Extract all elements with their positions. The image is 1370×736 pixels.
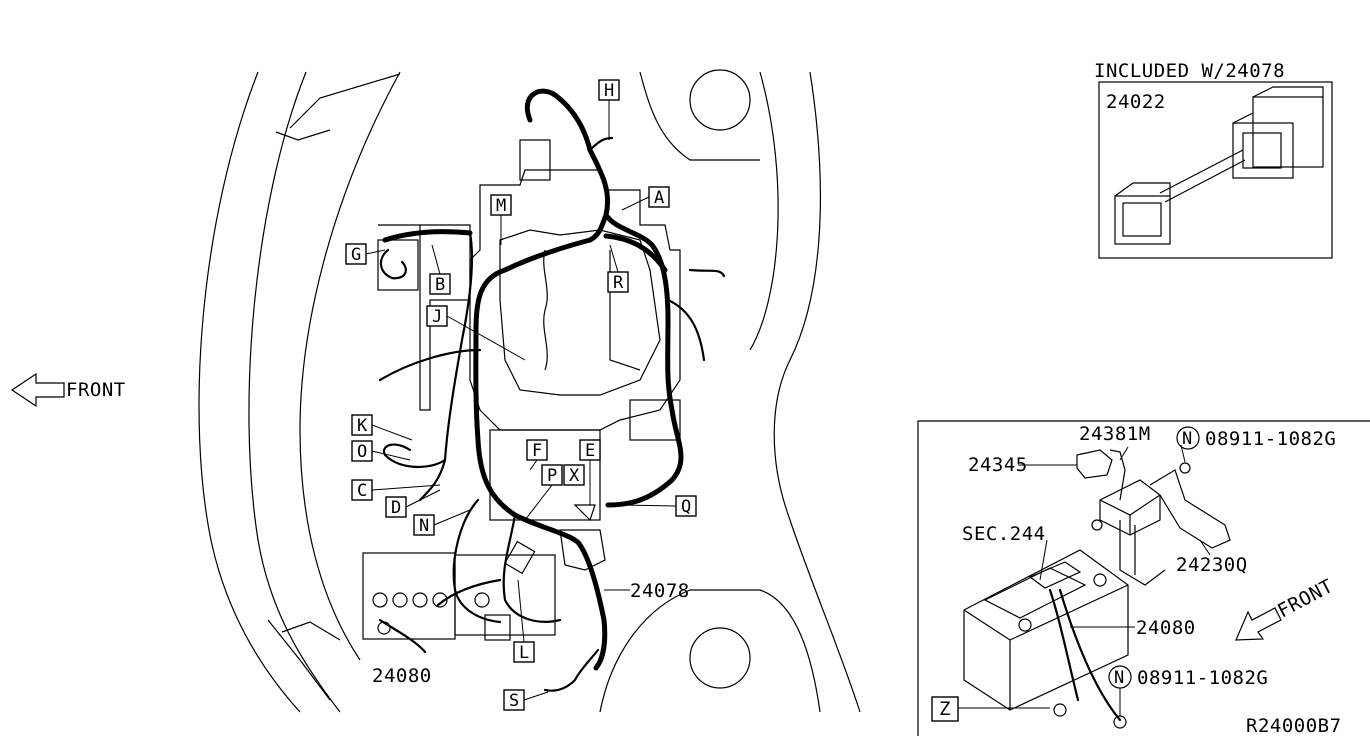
- callout-A: A: [621, 186, 670, 211]
- callout-J-text: J: [432, 307, 442, 327]
- callout-N: N: [413, 509, 471, 536]
- callout-F: F: [526, 439, 548, 471]
- part-24080-inset: 24080: [1136, 617, 1196, 639]
- inset-part-number: 24022: [1106, 91, 1166, 113]
- callout-S-text: R: [613, 273, 624, 293]
- callout-N-text: N: [419, 516, 429, 536]
- engine-bay-outline: [198, 69, 861, 713]
- part-24345: 24345: [968, 454, 1028, 476]
- callout-G: G: [345, 243, 386, 265]
- inset-included: INCLUDED W/24078 24022: [1094, 60, 1333, 259]
- callout-R: S: [503, 689, 549, 711]
- part-24381M: 24381M: [1079, 423, 1151, 445]
- callout-H: H: [598, 79, 620, 140]
- callout-D: D: [385, 489, 441, 518]
- callout-F-text: F: [532, 441, 542, 461]
- callout-C: C: [351, 479, 441, 501]
- nut-part-number-bottom: 08911-1082G: [1137, 667, 1268, 689]
- callout-B-text: B: [435, 275, 445, 295]
- callout-C-text: C: [357, 481, 367, 501]
- callout-G-text: G: [351, 245, 361, 265]
- main-part-labels: 24078 24080: [372, 580, 690, 687]
- branch-wires: [378, 136, 726, 692]
- inset-caption: INCLUDED W/24078: [1094, 60, 1285, 82]
- callout-K: K: [351, 414, 413, 441]
- callout-A-text: A: [654, 188, 664, 208]
- callout-L-text: L: [519, 643, 529, 663]
- callout-M-text: M: [496, 196, 506, 216]
- callout-H-text: H: [604, 81, 614, 101]
- callout-Q-text: Q: [681, 497, 691, 517]
- callout-M: M: [490, 194, 512, 245]
- main-harness: [382, 88, 684, 671]
- part-sec-244: SEC.244: [962, 523, 1046, 545]
- callout-Z-text: Z: [939, 698, 951, 720]
- callout-D-text: D: [391, 498, 401, 518]
- callout-P-text: P: [547, 466, 557, 486]
- nut-part-number-top: 08911-1082G: [1205, 428, 1336, 450]
- callout-X: X: [563, 464, 585, 486]
- callout-R-text: S: [509, 691, 519, 711]
- main-callouts: H A M G B R J: [345, 79, 697, 711]
- front-label: FRONT: [66, 379, 126, 401]
- nut-symbol-bottom-text: N: [1114, 668, 1124, 688]
- inset-battery: 24381M 24345 SEC.244 24230Q 24080 N 0891…: [917, 420, 1370, 736]
- callout-K-text: K: [357, 416, 368, 436]
- harness-part-number: 24078: [630, 580, 690, 602]
- nut-symbol-top-icon: N: [1176, 426, 1200, 450]
- callout-L: L: [513, 579, 535, 663]
- callout-B: B: [429, 244, 451, 295]
- callout-J: J: [426, 305, 526, 361]
- callout-P: P: [524, 464, 563, 521]
- nut-symbol-bottom-icon: N: [1108, 665, 1132, 689]
- callout-Q: Q: [619, 495, 697, 517]
- front-indicator: FRONT: [10, 372, 126, 408]
- callout-Z: Z: [931, 696, 959, 722]
- part-24230Q: 24230Q: [1176, 554, 1248, 576]
- connector-jumper-icon: [1114, 86, 1324, 245]
- callout-E: E: [579, 439, 601, 505]
- nut-symbol-top-text: N: [1182, 429, 1192, 449]
- callout-E-text: E: [585, 441, 595, 461]
- callout-O: O: [351, 440, 411, 462]
- battery-cable-part-number: 24080: [372, 665, 432, 687]
- front-label-inset: FRONT: [1274, 575, 1337, 622]
- callout-O-text: O: [357, 442, 367, 462]
- reference-code: R24000B7: [1246, 715, 1342, 736]
- front-arrow-icon-inset: [1235, 607, 1282, 641]
- inset-front-indicator: FRONT: [1235, 575, 1337, 641]
- callout-S: R: [607, 244, 629, 293]
- front-arrow-icon: [10, 372, 65, 408]
- callout-X-text: X: [569, 466, 580, 486]
